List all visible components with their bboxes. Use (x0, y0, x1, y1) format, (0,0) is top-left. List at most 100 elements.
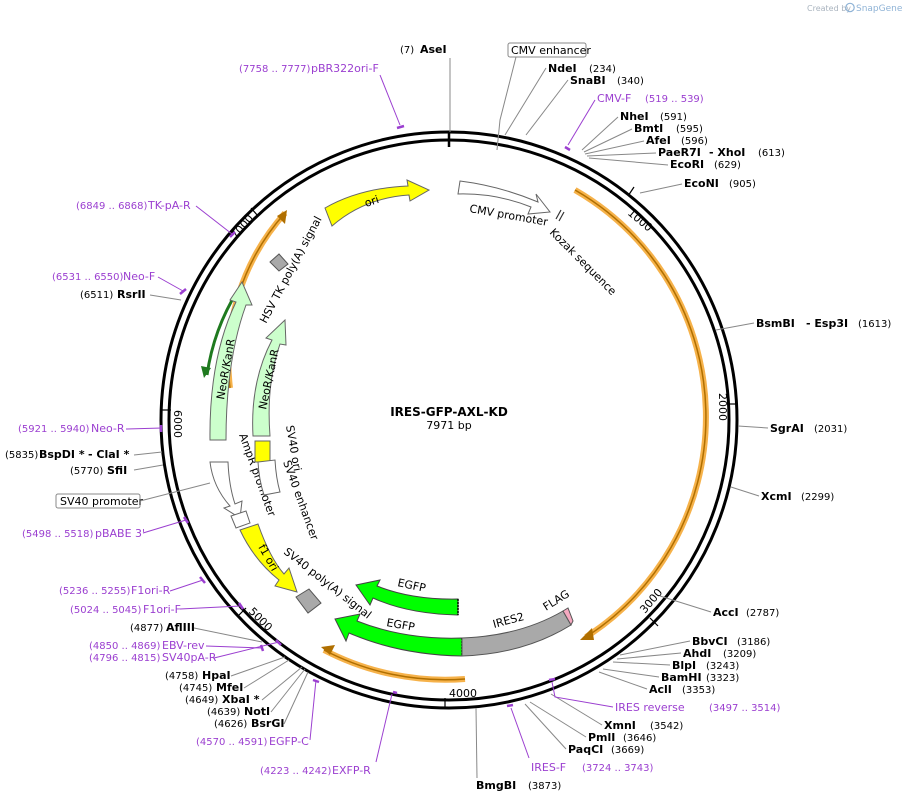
tick-label-4000: 4000 (449, 687, 477, 700)
primer-sv40pa-r-leader (213, 641, 280, 659)
enzyme-asei-pos: (7) (400, 45, 414, 56)
enzyme-bamhi[interactable]: BamHI (661, 671, 702, 684)
primer-neo-r-pos: (5921 .. 5940) (18, 424, 90, 435)
primer-exfp-r-leader (375, 693, 393, 763)
feature-kozak-mark-2 (558, 211, 565, 222)
cmv-enhancer-leader (496, 56, 517, 151)
enzyme-bmti[interactable]: BmtI (634, 122, 663, 135)
feature-flag[interactable] (562, 607, 574, 627)
feature-sv40-polya[interactable] (295, 588, 322, 614)
enzyme-bspdi[interactable]: BspDI * (39, 448, 85, 461)
feature-cmv-promoter[interactable] (457, 180, 551, 215)
feature-kozak-label: Kozak sequence (547, 226, 619, 298)
enzyme-xhoi[interactable]: - XhoI (709, 146, 745, 159)
primer-sv40pa-r-mark (275, 639, 282, 646)
primer-tk-pa-r[interactable]: TK-pA-R (147, 199, 191, 212)
enzyme-bsrgi[interactable]: BsrGI (251, 717, 284, 730)
primer-neo-f-leader (157, 276, 184, 292)
primer-f1ori-f-mark (237, 602, 245, 610)
enzyme-hpai[interactable]: HpaI (202, 669, 231, 682)
enzyme-rsrii-pos: (6511) (80, 290, 113, 301)
enzyme-ecori[interactable]: EcoRI (670, 158, 704, 171)
enzyme-sgrai[interactable]: SgrAI (770, 422, 804, 435)
primer-f1ori-r[interactable]: F1ori-R (131, 584, 171, 597)
enzyme-afliii[interactable]: AflIII (166, 621, 195, 634)
primer-neo-r-leader (125, 427, 163, 430)
feature-ori[interactable] (324, 179, 431, 227)
enzyme-bbvci[interactable]: BbvCI (692, 635, 728, 648)
orf-arc-bottom-arrowhead (321, 645, 335, 655)
feature-egfp-outer-label: EGFP (385, 616, 416, 634)
primer-exfp-r[interactable]: EXFP-R (332, 764, 371, 777)
enzyme-xmni[interactable]: XmnI (604, 719, 636, 732)
feature-egfp-outer[interactable] (334, 613, 463, 657)
primer-neo-r[interactable]: Neo-R (91, 422, 125, 435)
primer-pbr322ori-f[interactable]: pBR322ori-F (311, 62, 379, 75)
orf-arc-right-line (574, 189, 707, 638)
feature-sv40-polya-label: SV40 poly(A) signal (281, 545, 374, 621)
primer-cmv-f[interactable]: CMV-F (597, 92, 631, 105)
enzyme-snabi[interactable]: SnaBI (570, 74, 606, 87)
enzyme-xmni-leader (550, 693, 603, 726)
primer-f1ori-r-leader (169, 579, 204, 592)
primer-f1ori-f[interactable]: F1ori-F (143, 603, 181, 616)
enzyme-nhei[interactable]: NheI (620, 110, 649, 123)
enzyme-xbai-leader (261, 666, 303, 701)
feature-sv40-enhancer[interactable] (257, 459, 281, 496)
enzyme-paqci-pos: (3669) (611, 745, 644, 756)
primer-ires-f-pos: (3724 .. 3743) (582, 763, 654, 774)
enzyme-asei[interactable]: AseI (420, 43, 447, 56)
enzyme-xmni-pos: (3542) (650, 721, 683, 732)
feature-neokanr-outer[interactable] (209, 280, 253, 441)
enzyme-afei[interactable]: AfeI (646, 134, 671, 147)
enzyme-acli[interactable]: AclI (649, 683, 672, 696)
feature-ampr-small[interactable] (230, 510, 251, 529)
enzyme-noti[interactable]: NotI (244, 705, 270, 718)
enzyme-ndei[interactable]: NdeI (548, 62, 577, 75)
orf-arc-left-arrowhead (277, 210, 287, 224)
primer-pbabe3[interactable]: pBABE 3' (95, 527, 145, 540)
primer-ebv-rev[interactable]: EBV-rev (162, 639, 205, 652)
sv40-promoter-leader (139, 482, 211, 502)
enzyme-noti-pos: (4639) (207, 707, 240, 718)
enzyme-paqci[interactable]: PaqCI (568, 743, 603, 756)
enzyme-paer7i[interactable]: PaeR7I (658, 146, 701, 159)
enzyme-pmli[interactable]: PmlI (588, 731, 615, 744)
enzyme-ecori-leader (588, 157, 669, 166)
enzyme-xbai[interactable]: XbaI * (222, 693, 260, 706)
feature-f1-ori[interactable] (239, 523, 298, 593)
enzyme-snabi-leader (525, 79, 569, 136)
enzyme-clai[interactable]: - ClaI * (88, 448, 130, 461)
feature-ampr-promoter[interactable] (209, 461, 243, 519)
enzyme-afei-pos: (596) (681, 136, 708, 147)
enzyme-sfii[interactable]: SfiI (107, 464, 127, 477)
primer-ires-f[interactable]: IRES-F (531, 761, 566, 774)
feature-egfp-inner[interactable] (355, 579, 459, 616)
feature-neokanr-inner[interactable] (252, 318, 287, 437)
enzyme-blpi[interactable]: BlpI (672, 659, 696, 672)
feature-hsv-tk-polya[interactable] (269, 253, 289, 272)
enzyme-bamhi-pos: (3323) (706, 673, 739, 684)
enzyme-nhei-pos: (591) (660, 112, 687, 123)
primer-f1ori-f-pos: (5024 .. 5045) (70, 605, 142, 616)
enzyme-econi[interactable]: EcoNI (684, 177, 719, 190)
enzyme-xcmi[interactable]: XcmI (761, 490, 792, 503)
enzyme-acci[interactable]: AccI (713, 606, 739, 619)
enzyme-esp3i[interactable]: - Esp3I (806, 317, 848, 330)
enzyme-rsrii[interactable]: RsrII (117, 288, 146, 301)
primer-ires-reverse-pos: (3497 .. 3514) (709, 703, 781, 714)
enzyme-rsrii-leader (149, 294, 182, 301)
primer-ires-f-mark (506, 703, 514, 708)
feature-sv40-ori[interactable] (254, 440, 271, 463)
enzyme-ahdi[interactable]: AhdI (683, 647, 711, 660)
primer-egfp-c[interactable]: EGFP-C (269, 735, 309, 748)
primer-neo-f[interactable]: Neo-F (123, 270, 155, 283)
orf-arc-bottom-line (323, 649, 466, 681)
enzyme-bmgbi[interactable]: BmgBI (476, 779, 516, 792)
primer-ires-reverse[interactable]: IRES reverse (615, 701, 685, 714)
enzyme-mfei[interactable]: MfeI (216, 681, 243, 694)
enzyme-bsmbi[interactable]: BsmBI (756, 317, 795, 330)
enzyme-bmti-pos: (595) (676, 124, 703, 135)
primer-sv40pa-r[interactable]: SV40pA-R (162, 651, 217, 664)
